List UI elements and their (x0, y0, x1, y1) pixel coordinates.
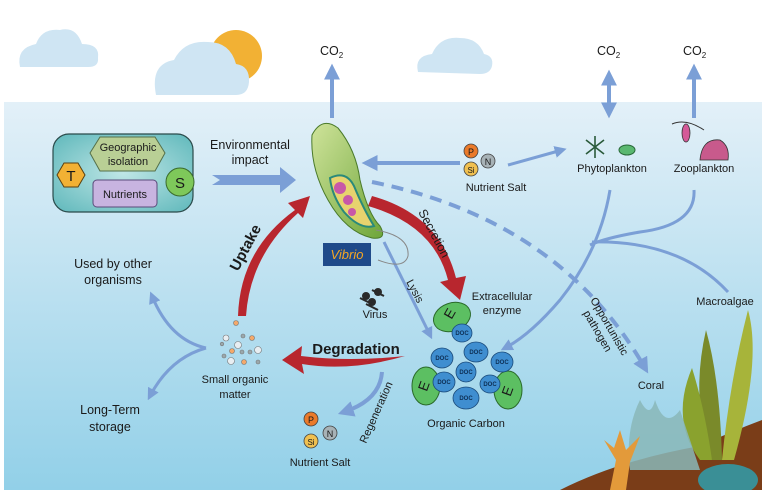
used-by-other-organisms-label: Used by other (74, 257, 152, 271)
coral-icon (604, 400, 758, 490)
svg-text:N: N (485, 157, 492, 167)
nutrients-box (92, 179, 158, 208)
environmental-impact-label: Environmental (210, 138, 290, 152)
sky (19, 29, 493, 95)
doc-molecule (479, 374, 501, 394)
nutrient-salt-top-label: Nutrient Salt (466, 182, 527, 194)
doc-label: DOC (437, 380, 451, 386)
organic-carbon-label: Organic Carbon (427, 418, 505, 430)
organic-particle (247, 349, 253, 355)
doc-molecule (490, 351, 514, 373)
geographic-isolation-label-2: isolation (108, 156, 148, 168)
environmental-factors-box: Geographic isolation T Nutrients S (52, 133, 195, 213)
used-by-other-organisms-label-2: organisms (84, 273, 142, 287)
doc-molecule (452, 386, 480, 410)
zooplankton-label: Zooplankton (674, 163, 735, 175)
small-organic-branches (147, 291, 207, 401)
svg-text:Si: Si (467, 166, 474, 175)
vibrio-badge (323, 243, 371, 266)
lysis-arrow (382, 241, 433, 340)
organic-particle (221, 353, 227, 359)
organic-particle (254, 346, 262, 354)
regeneration-arrow (337, 371, 384, 417)
organic-particle (219, 341, 225, 347)
doc-label: DOC (495, 360, 509, 366)
cloud-icon (19, 29, 99, 67)
zooplankton-icon (671, 121, 729, 161)
plankton-flow-lines (500, 189, 730, 351)
organic-carbon-cluster: E E E (411, 301, 523, 410)
svg-text:P: P (308, 415, 314, 425)
salinity-label: S (175, 175, 185, 192)
virus-label: Virus (363, 309, 388, 321)
degradation-label: Degradation (312, 341, 400, 358)
doc-label: DOC (483, 382, 497, 388)
geographic-isolation-label: Geographic (100, 142, 157, 154)
nutrient-salt-top: P Si N (463, 143, 496, 177)
co2-label-zooplankton: CO2 (683, 44, 707, 60)
small-organic-particles (219, 320, 262, 365)
nutrient-to-phytoplankton-arrow (507, 146, 567, 167)
long-term-storage-label-2: storage (89, 420, 131, 434)
phytoplankton-icon (585, 136, 636, 158)
macroalgae-icon (682, 310, 753, 460)
vibrio-badge-label: Vibrio (330, 247, 363, 262)
organic-particle (249, 335, 255, 341)
long-term-storage-label: Long-Term (80, 403, 140, 417)
doc-label: DOC (435, 356, 449, 362)
organic-particle (233, 320, 239, 326)
extracellular-enzyme-label: Extracellular (472, 291, 533, 303)
phytoplankton-label: Phytoplankton (577, 163, 647, 175)
nutrient-salt-bottom-label: Nutrient Salt (290, 457, 351, 469)
organic-particle (229, 348, 235, 354)
environmental-impact-label-2: impact (232, 153, 269, 167)
doc-molecule (463, 341, 489, 363)
doc-molecule (451, 323, 473, 343)
organic-particle (239, 349, 245, 355)
geographic-isolation-hexagon (89, 136, 166, 172)
doc-molecule (430, 347, 454, 369)
nutrients-label: Nutrients (103, 189, 148, 201)
doc-label: DOC (459, 396, 473, 402)
degradation-arrow (282, 346, 405, 374)
co2-arrows (324, 63, 702, 119)
doc-molecules: DOC DOC DOC DOC DOC DOC DOC DOC (430, 323, 514, 410)
doc-label: DOC (469, 350, 483, 356)
small-organic-matter-label: Small organic (202, 374, 269, 386)
vibrio-bacterium (311, 122, 409, 265)
cloud-icon (154, 41, 250, 95)
svg-text:P: P (468, 147, 474, 157)
small-organic-matter-label-2: matter (219, 389, 251, 401)
salinity-circle (165, 167, 195, 197)
uptake-arrow (238, 196, 310, 316)
doc-label: DOC (455, 331, 469, 337)
secretion-arrow (368, 196, 466, 300)
environmental-impact-arrow (212, 167, 296, 193)
organic-particle (227, 357, 235, 365)
organic-particle (240, 333, 246, 339)
coral-label: Coral (638, 380, 664, 392)
enzyme-icon: E (493, 370, 523, 410)
macroalgae-label: Macroalgae (696, 296, 753, 308)
organic-particle (234, 341, 242, 349)
organic-particle (255, 359, 261, 365)
co2-label-vibrio: CO2 (320, 44, 344, 60)
organic-particle (222, 334, 230, 342)
svg-text:N: N (327, 429, 334, 439)
temperature-label: T (66, 168, 75, 185)
nutrient-salt-bottom: P Si N (303, 411, 338, 449)
cloud-icon (417, 37, 493, 74)
temperature-hexagon (56, 162, 86, 188)
doc-molecule (455, 361, 477, 383)
svg-text:Si: Si (307, 438, 314, 447)
virus-icon (359, 288, 385, 311)
doc-label: DOC (459, 370, 473, 376)
enzyme-icon: E (411, 366, 441, 406)
organic-particle (241, 359, 247, 365)
doc-molecule (432, 371, 456, 393)
co2-label-phytoplankton: CO2 (597, 44, 621, 60)
extracellular-enzyme-label-2: enzyme (483, 305, 522, 317)
opportunistic-pathogen-arrow (371, 180, 649, 374)
